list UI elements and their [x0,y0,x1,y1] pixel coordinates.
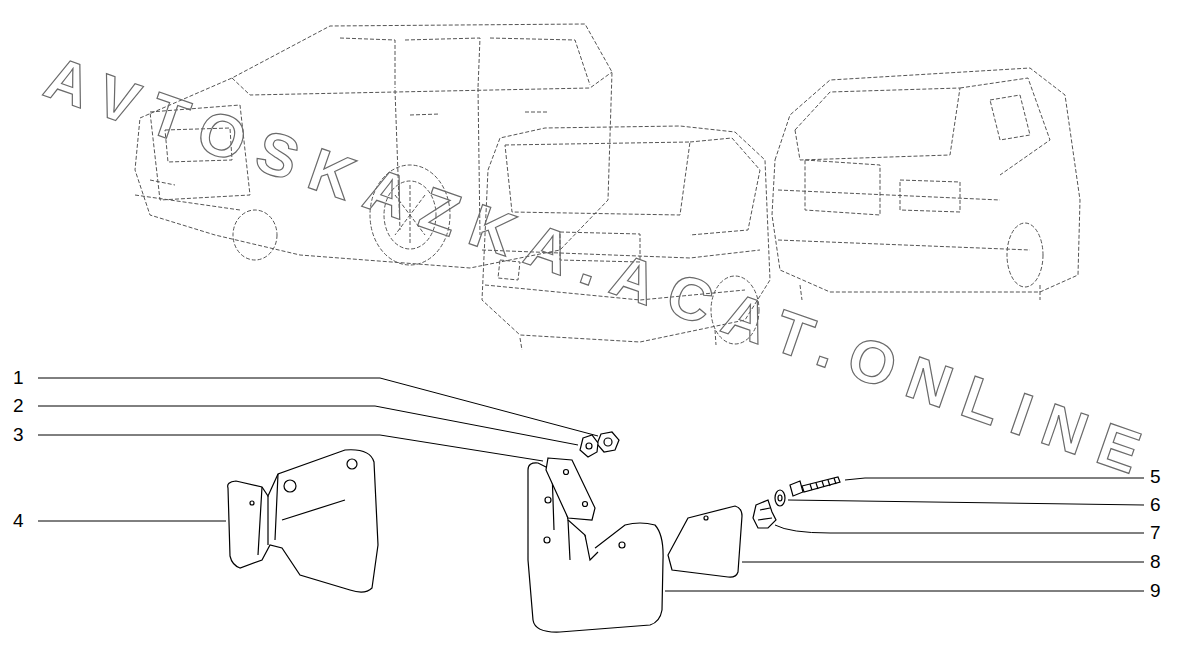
mud-flaps [228,432,840,632]
callout-number: 4 [12,511,25,531]
callout-number: 7 [1149,523,1162,543]
callout-number: 3 [12,425,25,445]
callout-number: 2 [12,396,25,416]
callout-number: 6 [1149,495,1162,515]
callout-number: 9 [1149,581,1162,601]
callout-number: 1 [12,368,25,388]
callout-number: 8 [1149,552,1162,572]
watermark: AVTOSKAZKA.ACAT.ONLINE [37,45,1163,490]
callout-number: 5 [1149,467,1162,487]
